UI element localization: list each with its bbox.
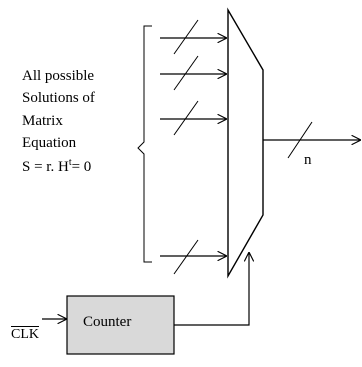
- input-arrow-4: [160, 239, 226, 275]
- clock-label: CLK: [11, 327, 39, 342]
- label-line-2: Solutions of: [22, 90, 95, 106]
- multiplexer-block: [227, 7, 264, 279]
- equation-superscript: t: [68, 157, 72, 168]
- equation-label: S = r. Ht= 0: [22, 158, 91, 175]
- label-line-1: All possible: [22, 68, 95, 84]
- output-width-label: n: [304, 152, 312, 168]
- label-line-3: Matrix: [22, 113, 63, 129]
- counter-block: [66, 295, 175, 355]
- label-line-4: Equation: [22, 135, 77, 151]
- input-bracket: [137, 25, 152, 263]
- input-arrow-2: [160, 55, 226, 91]
- select-line: [174, 253, 249, 326]
- input-arrow-3: [160, 100, 226, 136]
- equation-right: = 0: [71, 159, 92, 175]
- output-arrow: [263, 121, 360, 159]
- equation-left: S = r. H: [22, 159, 69, 175]
- input-arrow-1: [160, 19, 226, 55]
- counter-label: Counter: [83, 314, 132, 330]
